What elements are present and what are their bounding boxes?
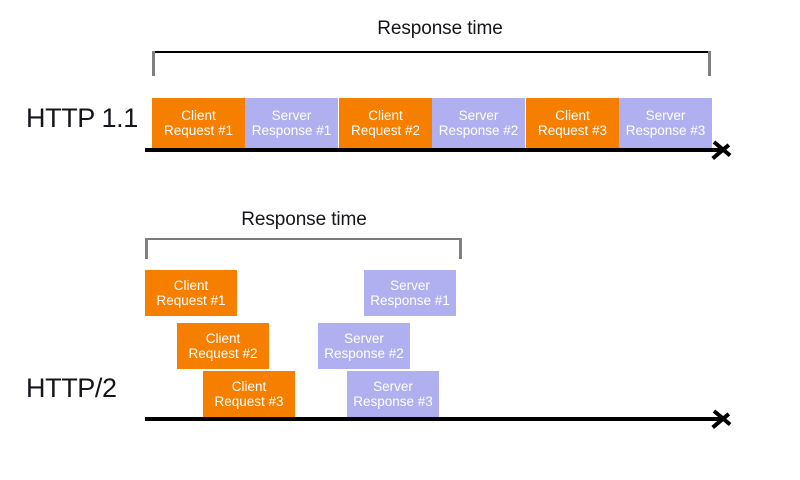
timeline-axis-http2	[145, 417, 725, 421]
block-line-2: Request #3	[214, 394, 284, 409]
block-line-1: Client	[231, 378, 267, 394]
response-time-caption-http11: Response time	[377, 18, 503, 39]
block-line-1: Server	[344, 330, 384, 346]
block-line-1: Client	[368, 107, 403, 123]
block-line-1: Server	[458, 107, 499, 123]
block-line-1: Client	[205, 330, 241, 346]
block-line-2: Response #1	[251, 123, 332, 138]
bracket-tick-right	[459, 238, 462, 259]
message-block-client-request-3: Client Request #3	[526, 98, 619, 148]
block-line-2: Request #1	[163, 123, 234, 138]
block-line-1: Client	[173, 277, 209, 293]
protocol-label-http11: HTTP 1.1	[26, 103, 138, 133]
message-block-server-response-3: Server Response #3	[619, 98, 712, 148]
bracket-tick-left	[145, 238, 148, 259]
bracket-bar	[145, 238, 462, 240]
block-line-2: Request #2	[350, 123, 421, 138]
message-block-client-request-3-http2: Client Request #3	[203, 371, 295, 417]
block-line-2: Request #3	[537, 123, 608, 138]
block-line-2: Request #1	[156, 293, 226, 308]
block-line-1: Server	[271, 107, 312, 123]
timeline-axis-http11	[145, 148, 725, 152]
message-block-server-response-1-http2: Server Response #1	[364, 270, 456, 316]
block-line-1: Client	[555, 107, 590, 123]
bracket-tick-right	[708, 51, 711, 76]
bracket-bar	[152, 51, 711, 53]
message-block-client-request-1-http2: Client Request #1	[145, 270, 237, 316]
block-line-2: Response #2	[438, 123, 519, 138]
bracket-tick-left	[152, 51, 155, 76]
timeline-arrow-icon-http11	[714, 136, 733, 164]
message-block-server-response-1: Server Response #1	[245, 98, 338, 148]
block-line-1: Client	[181, 107, 216, 123]
message-block-client-request-2-http2: Client Request #2	[177, 323, 269, 369]
timeline-arrow-icon-http2	[714, 405, 733, 433]
block-line-2: Response #3	[625, 123, 706, 138]
block-line-2: Response #3	[353, 394, 433, 409]
protocol-label-http2: HTTP/2	[26, 373, 117, 403]
response-time-bracket-http11	[152, 51, 711, 77]
block-line-1: Server	[645, 107, 686, 123]
message-block-server-response-2: Server Response #2	[432, 98, 525, 148]
response-time-bracket-http2	[145, 238, 462, 260]
block-line-2: Response #1	[370, 293, 450, 308]
block-line-1: Server	[373, 378, 413, 394]
message-block-server-response-2-http2: Server Response #2	[318, 323, 410, 369]
block-line-1: Server	[390, 277, 430, 293]
block-line-2: Response #2	[324, 346, 404, 361]
message-block-client-request-2: Client Request #2	[339, 98, 432, 148]
response-time-caption-http2: Response time	[241, 209, 367, 230]
block-line-2: Request #2	[188, 346, 258, 361]
message-block-server-response-3-http2: Server Response #3	[347, 371, 439, 417]
message-block-client-request-1: Client Request #1	[152, 98, 245, 148]
